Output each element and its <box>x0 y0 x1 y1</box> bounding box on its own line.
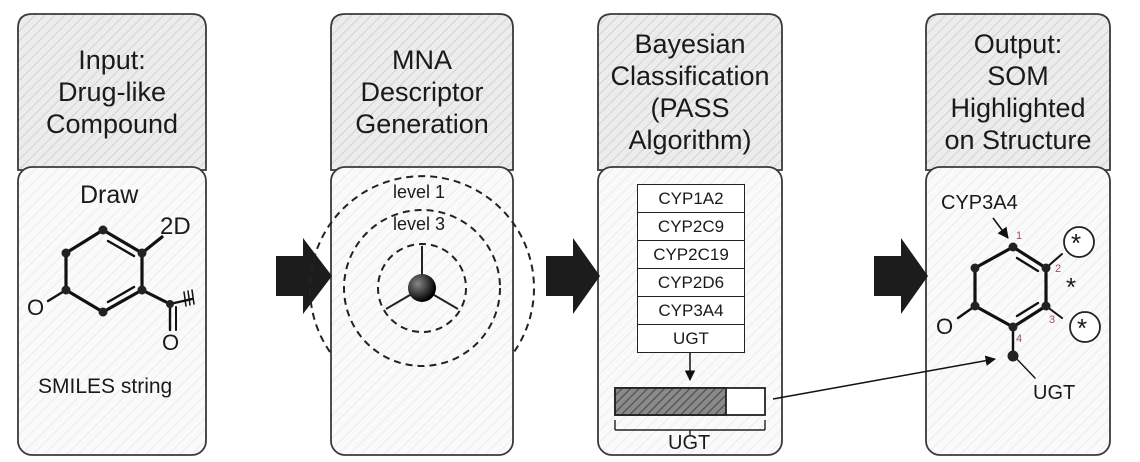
output-molecule-atoms <box>970 242 1051 362</box>
cyp3a4-label: CYP3A4 <box>941 192 1018 214</box>
flow-arrow-3 <box>874 238 928 314</box>
panel-input-title: Input: Drug-like Compound <box>18 16 206 168</box>
enzyme-cell: CYP2D6 <box>637 268 745 297</box>
ugt-output-label: UGT <box>1033 382 1076 404</box>
som-circle-2 <box>1069 311 1101 343</box>
table-row: CYP1A2 <box>637 184 745 213</box>
enzyme-cell: CYP2C9 <box>637 212 745 241</box>
probability-bar-bracket <box>614 420 766 436</box>
title-line: Classification <box>610 61 770 91</box>
label-2d: 2D <box>160 213 191 240</box>
enzyme-cell: CYP3A4 <box>637 296 745 325</box>
panel-mna <box>330 13 514 456</box>
mna-center-atom <box>385 246 459 310</box>
oxygen-left-label: O <box>27 295 45 320</box>
enzyme-cell: UGT <box>637 324 745 353</box>
site-number-1: 1 <box>1016 230 1023 242</box>
som-mark-3: * <box>1077 313 1088 343</box>
title-line: on Structure <box>944 125 1092 155</box>
title-line: Descriptor <box>360 77 484 107</box>
table-row: CYP2C9 <box>637 212 745 241</box>
input-molecule-atoms <box>61 225 174 317</box>
enzyme-table: CYP1A2 CYP2C9 CYP2C19 CYP2D6 CYP3A4 UGT <box>637 184 745 353</box>
table-row: CYP3A4 <box>637 296 745 325</box>
mna-rings <box>309 175 535 367</box>
title-line: Compound <box>45 109 179 139</box>
panel-mna-body <box>330 166 514 456</box>
level3-label: level 3 <box>393 214 446 234</box>
flow-arrow-1 <box>276 238 332 314</box>
title-line: Generation <box>355 109 489 139</box>
site-number-3: 3 <box>1049 314 1056 326</box>
panel-mna-title: MNA Descriptor Generation <box>331 16 513 168</box>
site-number-4: 4 <box>1016 333 1023 345</box>
smiles-label: SMILES string <box>38 375 173 398</box>
flow-arrow-2 <box>546 238 600 314</box>
title-line: SOM <box>987 61 1049 91</box>
title-line: Highlighted <box>950 93 1086 123</box>
table-row: CYP2D6 <box>637 268 745 297</box>
title-line: Input: <box>78 45 146 75</box>
level1-label: level 1 <box>393 182 446 202</box>
enzyme-cell: CYP1A2 <box>637 184 745 213</box>
panel-input-header <box>17 13 207 171</box>
cyp3a4-pointer-arrow <box>992 217 1009 239</box>
result-connector-arrow <box>772 355 997 400</box>
enzyme-cell: CYP2C19 <box>637 240 745 269</box>
probability-bar-fill <box>614 387 727 416</box>
draw-label: Draw <box>80 181 139 209</box>
oxygen-output-label: O <box>936 314 954 339</box>
output-molecule <box>956 245 1063 379</box>
panel-bayes-title: Bayesian Classification (PASS Algorithm) <box>598 16 782 168</box>
table-row: CYP2C19 <box>637 240 745 269</box>
input-molecule <box>46 228 195 332</box>
bar-label: UGT <box>668 432 711 454</box>
site-number-2: 2 <box>1055 263 1062 275</box>
title-line: Bayesian <box>634 29 746 59</box>
panel-output-header <box>925 13 1111 171</box>
panel-mna-header <box>330 13 514 171</box>
table-row: UGT <box>637 324 745 353</box>
title-line: (PASS <box>650 93 730 123</box>
som-circle-1 <box>1063 226 1095 258</box>
title-line: Output: <box>973 29 1063 59</box>
panel-bayes-header <box>597 13 783 171</box>
som-mark-2: * <box>1066 272 1077 302</box>
title-line: Drug-like <box>57 77 167 107</box>
oxygen-bottom-label: O <box>162 330 180 355</box>
panel-output-title: Output: SOM Highlighted on Structure <box>926 16 1110 168</box>
title-line: Algorithm) <box>628 125 752 155</box>
panel-input-body <box>17 166 207 456</box>
som-mark-1: * <box>1071 228 1082 258</box>
title-line: MNA <box>392 45 452 75</box>
